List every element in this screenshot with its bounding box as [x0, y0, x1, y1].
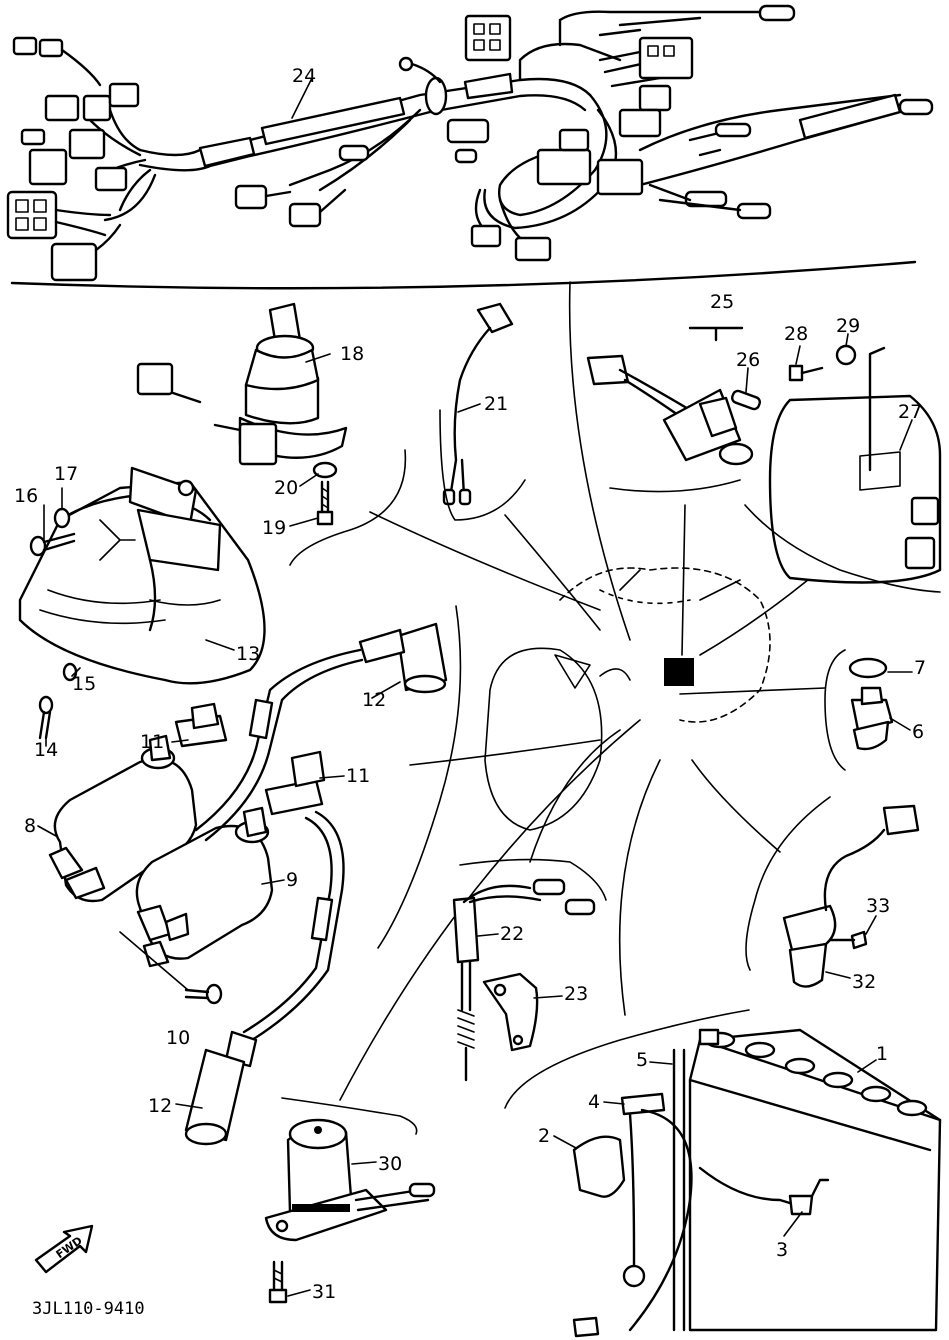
nut-17 — [53, 507, 71, 529]
screw-14 — [38, 695, 54, 740]
callout-32: 32 — [852, 971, 876, 993]
panel-outline-25 — [609, 479, 741, 493]
callout-2: 2 — [538, 1125, 550, 1147]
fuse-holder-25 — [586, 326, 754, 466]
rubber-seal-11-right — [264, 750, 326, 816]
part-code: 3JL110-9410 — [32, 1299, 145, 1319]
washer-20 — [312, 461, 338, 479]
callout-17: 17 — [54, 463, 78, 485]
negative-lead-3 — [698, 1166, 830, 1216]
callout-18: 18 — [340, 343, 364, 365]
callout-8: 8 — [24, 815, 36, 837]
screw-16 — [29, 532, 76, 557]
screw-28 — [788, 364, 824, 382]
callout-16: 16 — [14, 485, 38, 507]
sensor-32 — [782, 804, 920, 988]
callout-15: 15 — [72, 673, 96, 695]
battery-band-2 — [572, 1135, 626, 1198]
high-tension-cord-lower — [242, 810, 345, 1042]
igniter-cover-13 — [18, 466, 266, 685]
plug-cap-12-lower — [184, 1030, 258, 1146]
leader-lines — [339, 281, 826, 1101]
callout-23: 23 — [564, 983, 588, 1005]
positive-lead-4 — [572, 1092, 693, 1338]
callout-14: 14 — [34, 739, 58, 761]
callout-26: 26 — [736, 349, 760, 371]
battery-1 — [688, 1028, 942, 1332]
callout-25: 25 — [710, 291, 734, 313]
washer-7 — [848, 657, 888, 679]
cdi-unit-27 — [768, 346, 942, 584]
callout-27: 27 — [898, 401, 922, 423]
ignition-coil-8 — [48, 734, 198, 903]
fuse-26 — [731, 389, 761, 411]
starter-relay-30 — [264, 1118, 436, 1242]
panel-outline-18 — [289, 449, 407, 566]
breather-pipe-5 — [672, 1048, 686, 1332]
callout-31: 31 — [312, 1281, 336, 1303]
panel-outline-30 — [281, 1097, 418, 1135]
callout-3: 3 — [776, 1239, 788, 1261]
callout-28: 28 — [784, 323, 808, 345]
callout-7: 7 — [914, 657, 926, 679]
bracket-23 — [482, 972, 539, 1052]
callout-30: 30 — [378, 1153, 402, 1175]
fwd-direction-arrow: FWD — [34, 1224, 94, 1274]
callout-22: 22 — [500, 923, 524, 945]
callout-4: 4 — [588, 1091, 600, 1113]
callout-24: 24 — [292, 65, 316, 87]
callout-5: 5 — [636, 1049, 648, 1071]
callout-33: 33 — [866, 895, 890, 917]
callout-1: 1 — [876, 1043, 888, 1065]
callout-9: 9 — [286, 869, 298, 891]
ignition-coil-9 — [135, 806, 274, 968]
panel-outline-27 — [744, 504, 941, 593]
sensor-lead-21 — [439, 302, 526, 521]
callout-6: 6 — [912, 721, 924, 743]
nut-29 — [835, 344, 857, 366]
switch-22 — [452, 858, 607, 1082]
wire-harness-24 — [6, 4, 934, 290]
motorcycle-frame-outline — [484, 567, 771, 831]
rubber-seal-11-left — [174, 702, 228, 748]
callout-29: 29 — [836, 315, 860, 337]
panel-outline-1 — [504, 1009, 750, 1109]
bolt-19 — [316, 480, 334, 526]
callout-20: 20 — [274, 477, 298, 499]
high-tension-cord-upper — [194, 648, 364, 842]
callout-11-left: 11 — [140, 731, 164, 753]
panel-outline-6 — [824, 649, 846, 771]
callout-leaders — [37, 77, 913, 1297]
panel-outline-12 — [377, 605, 462, 949]
plug-cap-12-upper — [358, 622, 448, 694]
bolt-31 — [268, 1260, 288, 1304]
bolt-10 — [119, 931, 223, 1005]
neutral-switch-6 — [850, 686, 894, 751]
callout-11-right: 11 — [346, 765, 370, 787]
screw-33 — [828, 930, 868, 950]
callout-19: 19 — [262, 517, 286, 539]
callout-21: 21 — [484, 393, 508, 415]
callout-12-upper: 12 — [362, 689, 386, 711]
callout-numbers: 1 2 3 4 5 6 7 8 9 10 11 11 12 12 13 14 1… — [14, 65, 926, 1303]
callout-12-lower: 12 — [148, 1095, 172, 1117]
panel-outline-32 — [745, 796, 831, 971]
callout-10: 10 — [166, 1027, 190, 1049]
main-switch-18 — [136, 302, 348, 466]
callout-13: 13 — [236, 643, 260, 665]
